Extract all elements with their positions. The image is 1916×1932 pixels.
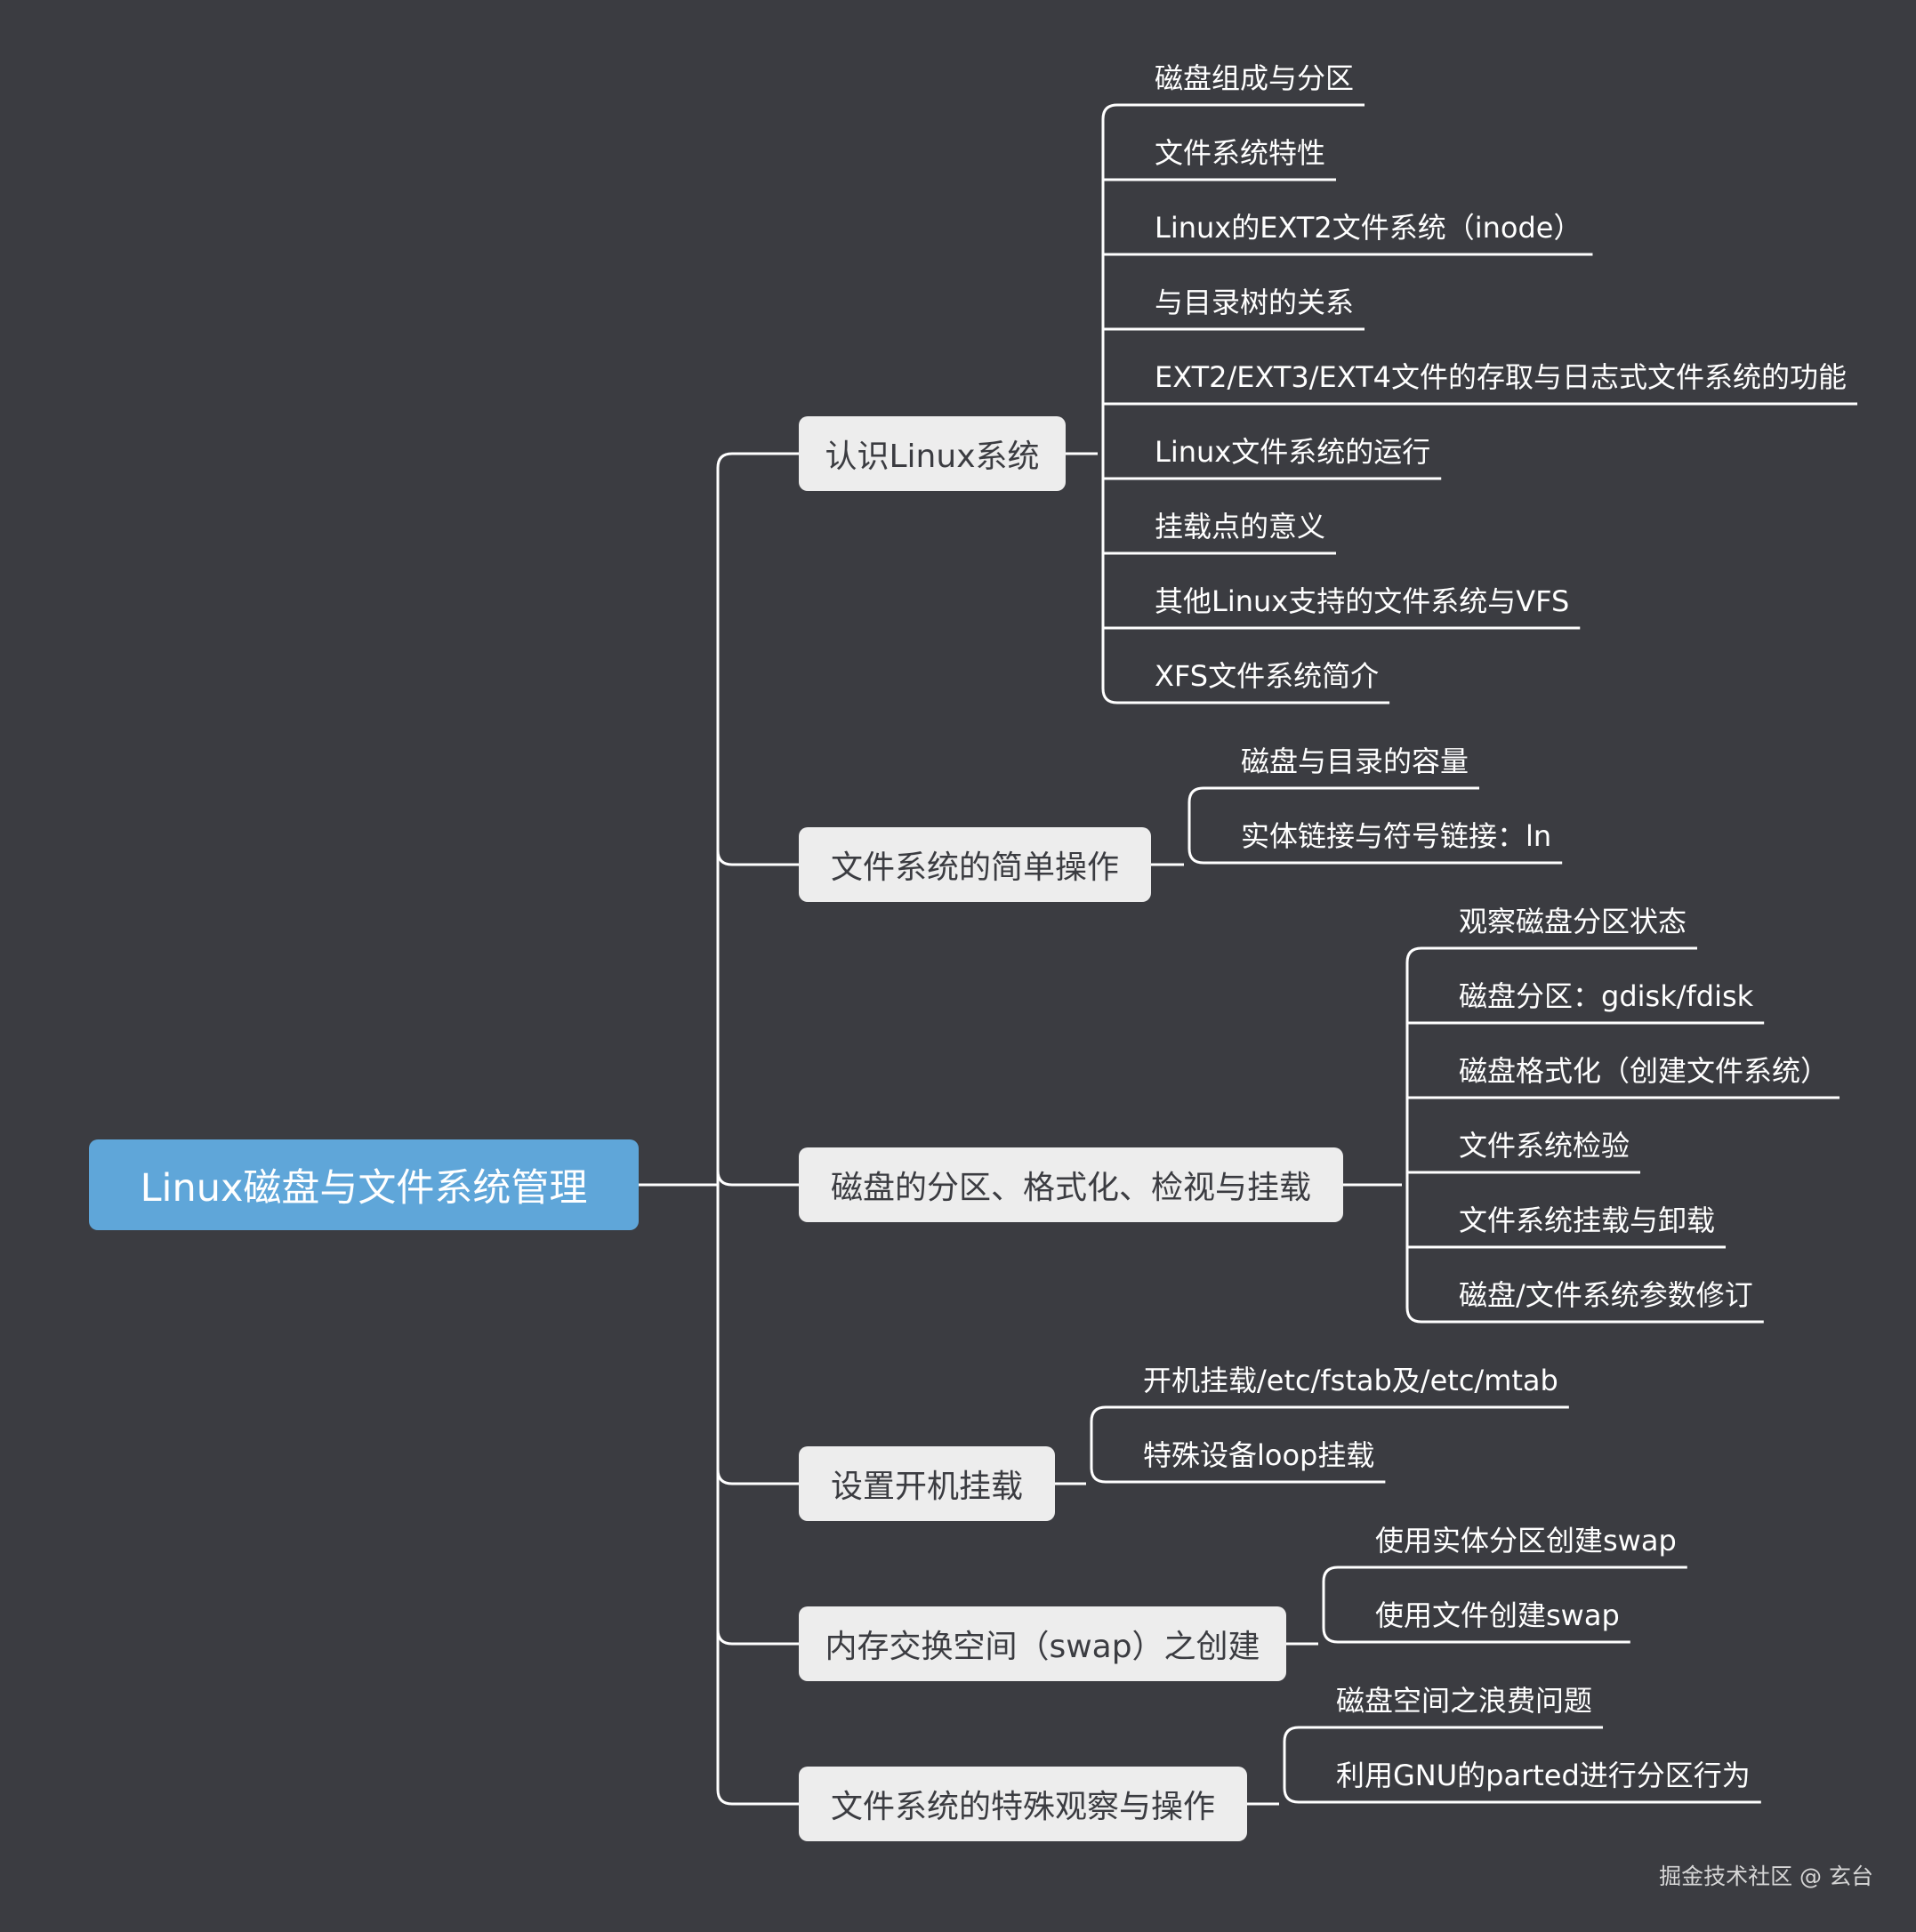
branch-node[interactable]: 文件系统的简单操作: [799, 827, 1151, 902]
leaf-node[interactable]: 挂载点的意义: [1155, 510, 1326, 543]
watermark: 掘金技术社区 @ 玄台: [1659, 1864, 1873, 1889]
child-spine: [1283, 1726, 1300, 1804]
branch-connector: [716, 1469, 799, 1485]
root-node[interactable]: Linux磁盘与文件系统管理: [89, 1139, 639, 1230]
leaf-node[interactable]: 其他Linux支持的文件系统与VFS: [1155, 584, 1570, 618]
child-spine: [1322, 1566, 1339, 1644]
leaf-node[interactable]: 磁盘/文件系统参数修订: [1459, 1278, 1753, 1312]
leaf-node[interactable]: 文件系统检验: [1459, 1129, 1630, 1163]
leaf-node[interactable]: 利用GNU的parted进行分区行为: [1336, 1759, 1751, 1792]
leaf-node[interactable]: 特殊设备loop挂载: [1143, 1438, 1375, 1472]
branch-connector: [716, 1170, 799, 1187]
branch-connector: [716, 1789, 799, 1806]
branch-connector: [716, 849, 799, 866]
leaf-node[interactable]: 磁盘分区：gdisk/fdisk: [1459, 979, 1754, 1013]
leaf-node[interactable]: EXT2/EXT3/EXT4文件的存取与日志式文件系统的功能: [1155, 360, 1848, 394]
leaf-node[interactable]: 磁盘空间之浪费问题: [1336, 1684, 1593, 1718]
child-spine: [1405, 946, 1422, 1324]
child-spine: [1187, 786, 1204, 865]
leaf-node[interactable]: Linux的EXT2文件系统（inode）: [1155, 211, 1582, 245]
branch-node[interactable]: 文件系统的特殊观察与操作: [799, 1767, 1247, 1841]
child-spine: [1090, 1405, 1107, 1484]
leaf-node[interactable]: 与目录树的关系: [1155, 286, 1355, 319]
leaf-node[interactable]: 开机挂载/etc/fstab及/etc/mtab: [1143, 1364, 1558, 1397]
leaf-node[interactable]: 实体链接与符号链接：ln: [1241, 819, 1552, 853]
branch-node[interactable]: 内存交换空间（swap）之创建: [799, 1606, 1286, 1681]
leaf-node[interactable]: 磁盘组成与分区: [1155, 61, 1355, 95]
leaf-node[interactable]: 文件系统挂载与卸载: [1459, 1203, 1716, 1237]
branch-node[interactable]: 设置开机挂载: [799, 1446, 1055, 1521]
leaf-node[interactable]: 使用实体分区创建swap: [1375, 1524, 1677, 1558]
branch-connector: [716, 452, 799, 469]
leaf-node[interactable]: 文件系统特性: [1155, 136, 1326, 170]
leaf-node[interactable]: 磁盘与目录的容量: [1241, 745, 1469, 778]
branch-node[interactable]: 磁盘的分区、格式化、检视与挂载: [799, 1147, 1343, 1222]
leaf-node[interactable]: 磁盘格式化（创建文件系统）: [1459, 1054, 1830, 1088]
branch-connector: [716, 1629, 799, 1646]
branch-node[interactable]: 认识Linux系统: [799, 416, 1066, 491]
leaf-node[interactable]: 使用文件创建swap: [1375, 1598, 1620, 1632]
leaf-node[interactable]: Linux文件系统的运行: [1155, 435, 1431, 469]
leaf-node[interactable]: XFS文件系统简介: [1155, 659, 1380, 693]
leaf-node[interactable]: 观察磁盘分区状态: [1459, 905, 1687, 938]
